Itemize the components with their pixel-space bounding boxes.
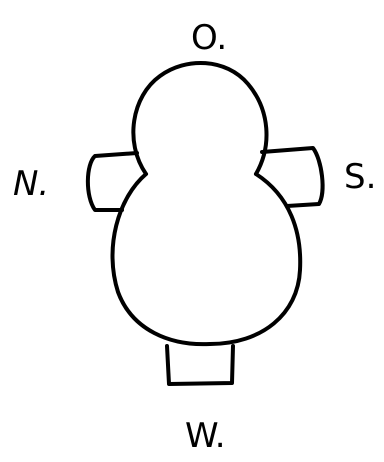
bottom-label: W. xyxy=(185,416,226,456)
lower-lobe xyxy=(110,172,303,347)
left-annex xyxy=(85,151,139,212)
upper-lobe xyxy=(131,60,269,176)
top-label: O. xyxy=(191,18,228,58)
bottom-annex xyxy=(165,344,235,386)
right-annex xyxy=(260,146,325,208)
left-label: N. xyxy=(13,164,50,204)
right-label: S. xyxy=(344,157,377,197)
